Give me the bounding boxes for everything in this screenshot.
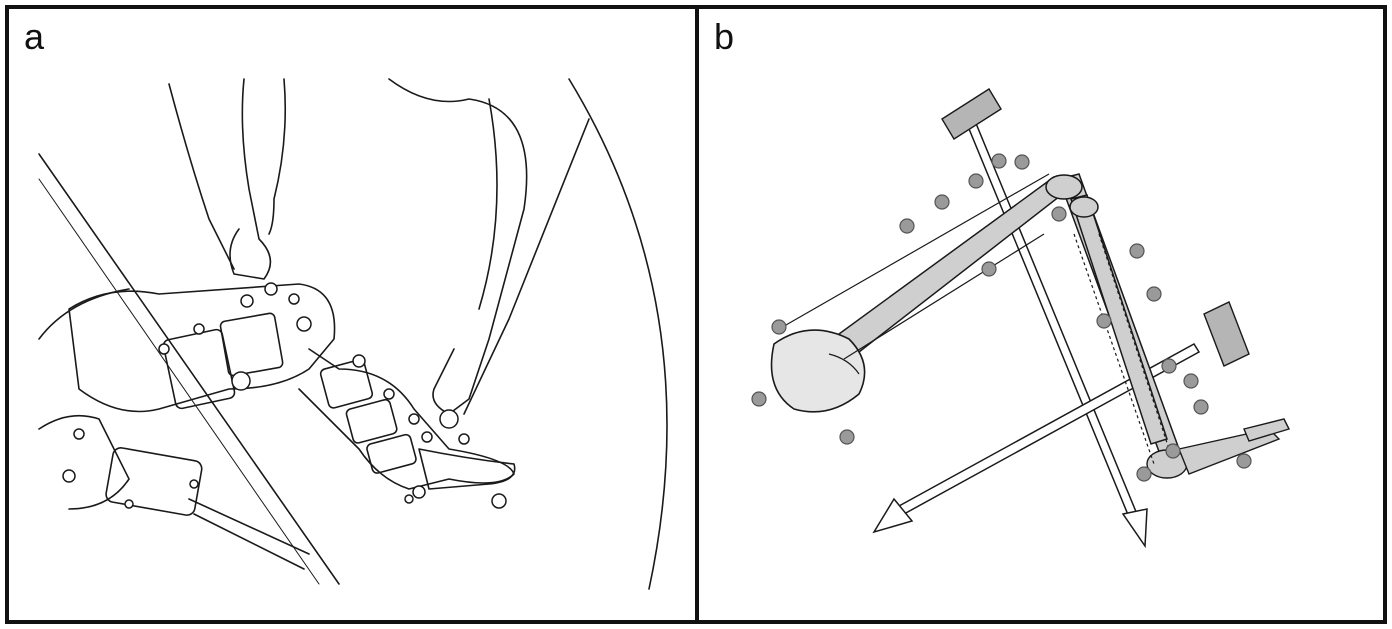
circular-frame-arc — [569, 79, 667, 589]
marker — [772, 320, 786, 334]
marker — [384, 389, 394, 399]
marker — [125, 500, 133, 508]
shank-outline — [299, 349, 514, 489]
marker — [265, 283, 277, 295]
marker — [1237, 454, 1251, 468]
marker — [440, 410, 458, 428]
marker — [1097, 314, 1111, 328]
marker — [992, 154, 1006, 168]
marker — [1015, 155, 1029, 169]
marker — [752, 392, 766, 406]
marker — [405, 495, 413, 503]
marker — [492, 494, 506, 508]
marker — [840, 430, 854, 444]
marker — [1130, 244, 1144, 258]
marker — [1194, 400, 1208, 414]
motion-markers — [63, 283, 506, 508]
skeletal-model-diagram — [699, 9, 1383, 620]
pelvis-bone — [772, 330, 865, 412]
marker — [900, 219, 914, 233]
marker — [194, 324, 204, 334]
left-arm-outline — [230, 79, 270, 279]
marker — [159, 344, 169, 354]
marker — [297, 317, 311, 331]
marker — [1137, 467, 1151, 481]
cable-line — [169, 84, 234, 269]
marker — [74, 429, 84, 439]
marker — [232, 372, 250, 390]
marker — [241, 295, 253, 307]
knee-joint — [1046, 175, 1082, 199]
marker — [413, 486, 425, 498]
shank-brace-2 — [345, 399, 398, 444]
shank-brace-1 — [320, 359, 374, 409]
marker — [969, 174, 983, 188]
marker — [1052, 207, 1066, 221]
marker — [409, 414, 419, 424]
marker — [422, 432, 432, 442]
marker — [1184, 374, 1198, 388]
hip-belt — [105, 447, 203, 517]
marker — [289, 294, 299, 304]
marker — [935, 195, 949, 209]
marker — [353, 355, 365, 367]
marker — [1162, 359, 1176, 373]
right-arm-outline — [389, 79, 527, 414]
marker — [63, 470, 75, 482]
marker — [982, 262, 996, 276]
marker — [1147, 287, 1161, 301]
marker — [459, 434, 469, 444]
strap-line — [189, 499, 309, 554]
panel-a: a — [5, 5, 699, 624]
bones — [839, 174, 1179, 457]
leg-marker-drawing — [9, 9, 695, 620]
table-edge-line — [39, 154, 339, 584]
panel-b: b — [695, 5, 1387, 624]
marker — [190, 480, 198, 488]
disc-right — [1204, 302, 1249, 366]
marker — [1166, 444, 1180, 458]
